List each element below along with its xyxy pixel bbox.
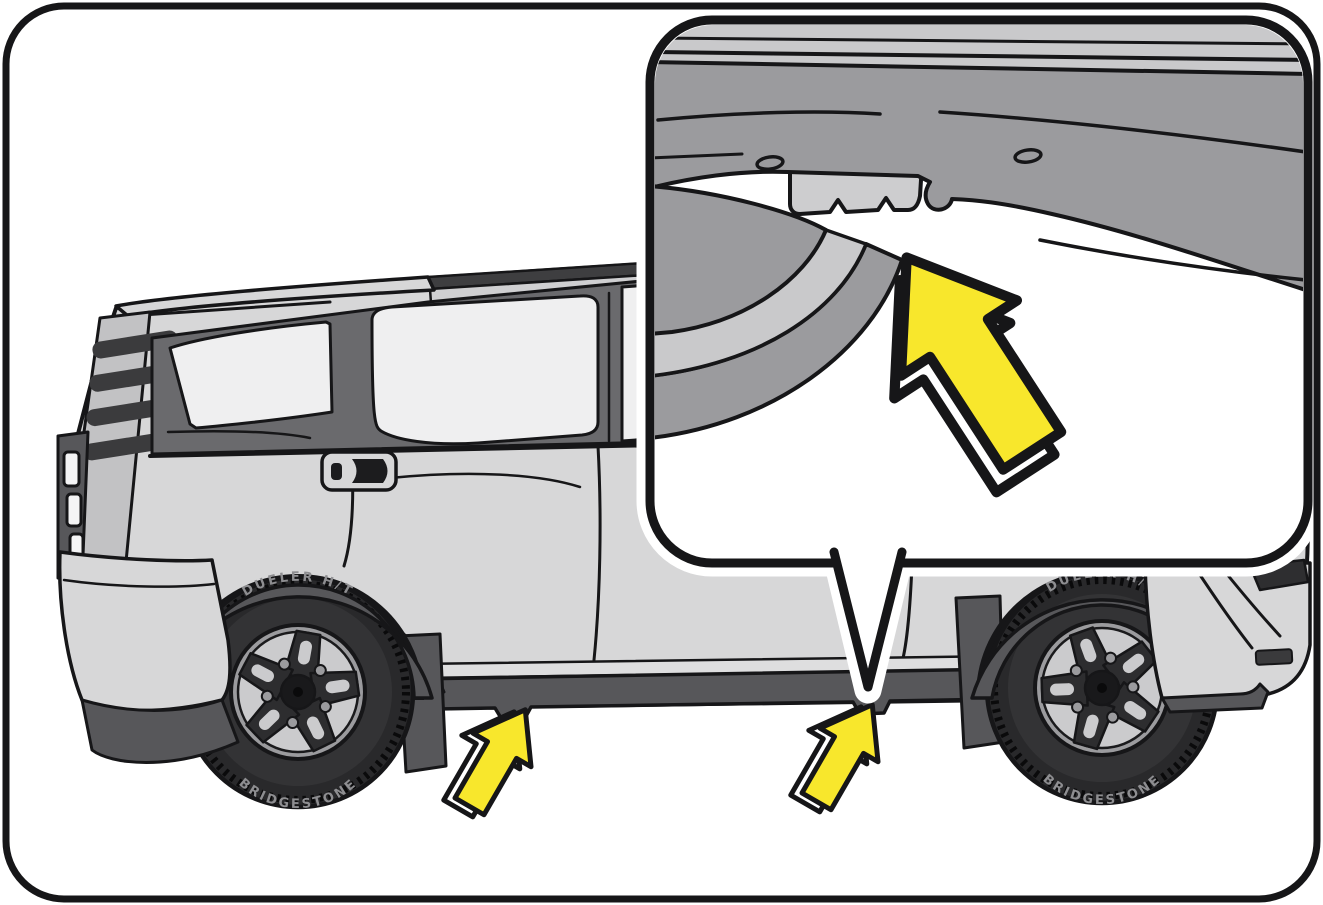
rear-wheel: DUELER H/T BRIDGESTONE	[180, 570, 416, 812]
front-bumper-lower	[1160, 682, 1270, 714]
door-handle	[320, 450, 398, 492]
spoiler-underside-line	[126, 300, 332, 318]
rocker-molding	[412, 667, 1012, 720]
callout-bubble	[636, 6, 1322, 704]
rear-bumper	[57, 550, 240, 764]
rear-door-front-seam	[592, 444, 602, 662]
rear-door-window-glass	[370, 294, 600, 446]
rear-spoiler	[114, 275, 436, 318]
body-crease	[388, 472, 582, 489]
body-crease-2	[166, 430, 312, 440]
tow-hook-cover	[1254, 648, 1294, 666]
rear-wheel-arch-flare	[163, 583, 434, 704]
callout-contour-lines	[655, 110, 1303, 282]
callout-border	[645, 15, 1313, 568]
front-bumper	[1143, 558, 1312, 714]
quarter-window-glass	[168, 320, 334, 430]
callout-fender-liner	[655, 60, 1303, 294]
callout-liner-over-tire	[655, 184, 828, 336]
rear-bumper-lower	[80, 698, 240, 764]
clip-hole-icon	[1013, 148, 1043, 164]
clip-hole-icon	[755, 155, 785, 171]
callout-underbody-view	[655, 25, 1303, 511]
callout-tail	[829, 547, 907, 692]
beltline-molding	[148, 443, 664, 458]
